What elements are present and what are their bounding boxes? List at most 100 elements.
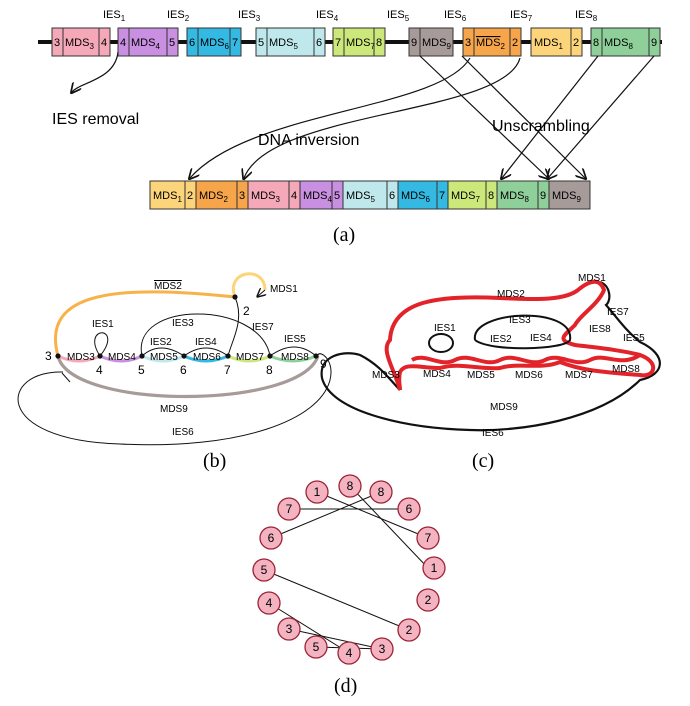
bottom-mds-label: MDS6 (401, 190, 430, 204)
bottom-mds-label: MDS9 (552, 190, 581, 204)
d-node-label: 4 (346, 646, 353, 660)
c-ies4-label: IES4 (530, 333, 552, 344)
top-mds-label: MDS1 (534, 37, 563, 51)
b-mds5-label: MDS5 (150, 352, 178, 363)
bottom-pointer-right: 7 (439, 190, 445, 202)
d-node-label: 6 (268, 531, 275, 545)
b-mds9-label: MDS9 (160, 404, 188, 415)
mds-base: MDS (500, 190, 524, 202)
mds-base: MDS (269, 37, 293, 49)
bottom-pointer-right: 2 (187, 190, 193, 202)
mds-base: MDS (131, 37, 155, 49)
b-pointer-2: 2 (243, 304, 250, 318)
d-node-label: 7 (286, 502, 293, 516)
bottom-mds9-block: MDS9 (548, 180, 591, 210)
ies-label: IES4 (316, 9, 339, 23)
b-ies5-label: IES5 (284, 334, 306, 345)
b-ies4-label: IES4 (195, 337, 217, 348)
bottom-mds6-block: 7 MDS6 (397, 180, 449, 210)
c-mds9-label: MDS9 (490, 402, 518, 413)
c-mds-wave (410, 353, 642, 365)
c-mds5-label: MDS5 (467, 370, 495, 381)
mds-base: MDS (199, 190, 223, 202)
mds7-arc (227, 354, 271, 363)
mds-sub: 2 (500, 42, 505, 51)
top-pointer-left: 7 (335, 37, 341, 49)
d-node: 7 (277, 497, 301, 521)
top-pointer-right: 7 (232, 37, 238, 49)
c-mds4-label: MDS4 (423, 369, 451, 380)
d-node-label: 1 (314, 485, 321, 499)
c-mds6-label: MDS6 (515, 370, 543, 381)
bottom-mds-label: MDS1 (153, 190, 182, 204)
c-ies2-label: IES2 (490, 334, 512, 345)
top-pointer-right: 2 (573, 37, 579, 49)
ies-base: IES (387, 9, 405, 21)
c-mds3-label: MDS3 (372, 370, 400, 381)
d-node-label: 5 (313, 640, 320, 654)
b-ies2-label: IES2 (150, 337, 172, 348)
dna-inversion-label: DNA inversion (258, 132, 359, 149)
d-node-label: 1 (431, 561, 438, 575)
top-pointer-right: 6 (316, 37, 322, 49)
ies-sub: 6 (462, 14, 467, 23)
c-ies3-loop (473, 314, 572, 350)
ies-base: IES (316, 9, 334, 21)
mds-base: MDS (604, 37, 628, 49)
d-node: 8 (338, 474, 362, 498)
top-pointer-right: 8 (376, 37, 382, 49)
ies4-loop (183, 347, 229, 357)
ies7-connector (227, 296, 240, 357)
junction-points (55, 294, 319, 359)
d-node-label: 3 (379, 642, 386, 656)
ies-sub: 7 (528, 14, 533, 23)
bottom-mds-label: MDS7 (451, 190, 480, 204)
b-pointer-3: 3 (45, 349, 52, 363)
c-mds2-label: MDS2 (497, 289, 525, 300)
bottom-mds-label: MDS5 (346, 190, 375, 204)
d-node: 8 (369, 480, 393, 504)
bottom-mds-label: MDS4 (303, 190, 332, 204)
unscrambling-arrow-4 (548, 55, 655, 178)
top-mds-label: MDS6 (200, 37, 229, 51)
mds-sub: 8 (524, 195, 529, 204)
top-pointer-left: 9 (411, 37, 417, 49)
bottom-pointer-right: 3 (239, 190, 245, 202)
d-node-label: 3 (286, 622, 293, 636)
c-mds7-label: MDS7 (565, 370, 593, 381)
c-mds8-label: MDS8 (612, 364, 640, 375)
b-mds4-label: MDS4 (108, 352, 136, 363)
c-ies8-label: IES8 (589, 324, 611, 335)
top-mds-label: MDS4 (131, 37, 160, 51)
top-mds-label: MDS3 (65, 37, 94, 51)
b-mds3-label: MDS3 (67, 352, 95, 363)
mds-sub: 8 (628, 42, 633, 51)
unscrambling-arrow-2 (461, 55, 585, 178)
bottom-pointer-right: 5 (334, 190, 340, 202)
unscrambling-label: Unscrambling (492, 118, 590, 135)
d-node: 7 (416, 526, 440, 550)
mds-sub: 4 (327, 195, 332, 204)
panel-b: MDS3 MDS4 MDS5 MDS6 MDS7 MDS8 MDS9 MDS2 … (17, 272, 332, 472)
d-node: 1 (305, 480, 329, 504)
unscrambling-arrow-3 (502, 55, 599, 178)
d-node: 4 (257, 591, 281, 615)
top-pointer-left: 3 (54, 37, 60, 49)
bottom-mds8-block: 9 MDS8 (496, 180, 550, 210)
mds-base: MDS (200, 37, 224, 49)
mds-base: MDS (251, 190, 275, 202)
ies-label: IES6 (444, 9, 467, 23)
panel-a-caption: (a) (333, 224, 355, 246)
b-ies3-label: IES3 (172, 318, 194, 329)
bottom-pointer-right: 9 (540, 190, 546, 202)
mds5-arc (141, 354, 185, 363)
mds-base: MDS (153, 190, 177, 202)
d-node: 4 (337, 641, 361, 665)
b-ies1-label: IES1 (92, 319, 114, 330)
